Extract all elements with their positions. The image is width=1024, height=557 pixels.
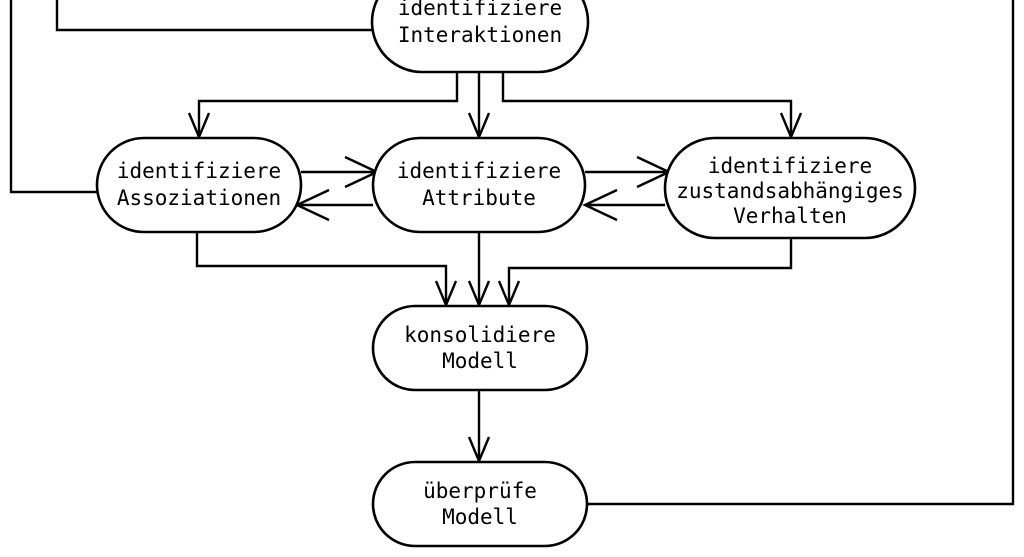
node-konsolidiere[interactable]: konsolidiere Modell [371, 304, 589, 392]
node-zustandsverhalten-line2: zustandsabhängiges [676, 179, 904, 203]
node-assoziationen-line2: Assoziationen [117, 186, 281, 210]
node-assoziationen[interactable]: identifiziere Assoziationen [95, 136, 303, 234]
arrowhead-zustandsverhalten-to-attribute [582, 188, 618, 222]
edge-assoziationen-feedback-left [9, 0, 97, 194]
node-zustandsverhalten-line3: Verhalten [733, 204, 847, 228]
node-interaktionen[interactable]: identifiziere Interaktionen [370, 0, 590, 74]
node-attribute-shape [371, 136, 587, 234]
node-ueberpruefe-line1: überprüfe [423, 479, 537, 503]
node-interaktionen-line2: Interaktionen [398, 23, 562, 47]
edge-zustandsverhalten-to-konsolidiere [507, 238, 793, 303]
node-ueberpruefe[interactable]: überprüfe Modell [371, 460, 589, 548]
edge-offscreen-top-to-interaktionen [55, 0, 372, 32]
node-ueberpruefe-shape [371, 460, 589, 548]
node-zustandsverhalten-line1: identifiziere [708, 154, 872, 178]
node-zustandsverhalten-shape [663, 136, 917, 240]
node-attribute-line1: identifiziere [397, 159, 561, 183]
node-konsolidiere-line1: konsolidiere [404, 323, 556, 347]
node-interaktionen-shape [370, 0, 590, 74]
node-group: identifiziere Interaktionen identifizier… [95, 0, 917, 548]
node-konsolidiere-line2: Modell [442, 349, 518, 373]
node-assoziationen-shape [95, 136, 303, 234]
edge-interaktionen-to-zustandsverhalten [501, 72, 793, 135]
node-attribute[interactable]: identifiziere Attribute [371, 136, 587, 234]
node-interaktionen-line1: identifiziere [398, 0, 562, 20]
node-zustandsverhalten[interactable]: identifiziere zustandsabhängiges Verhalt… [663, 136, 917, 240]
edge-ueberpruefe-feedback-right [587, 0, 1015, 506]
node-assoziationen-line1: identifiziere [117, 159, 281, 183]
node-konsolidiere-shape [371, 304, 589, 392]
edge-assoziationen-to-konsolidiere [195, 232, 448, 303]
node-ueberpruefe-line2: Modell [442, 505, 518, 529]
node-attribute-line2: Attribute [422, 186, 536, 210]
edge-interaktionen-to-assoziationen [197, 72, 459, 135]
edge-group [9, 0, 1015, 506]
